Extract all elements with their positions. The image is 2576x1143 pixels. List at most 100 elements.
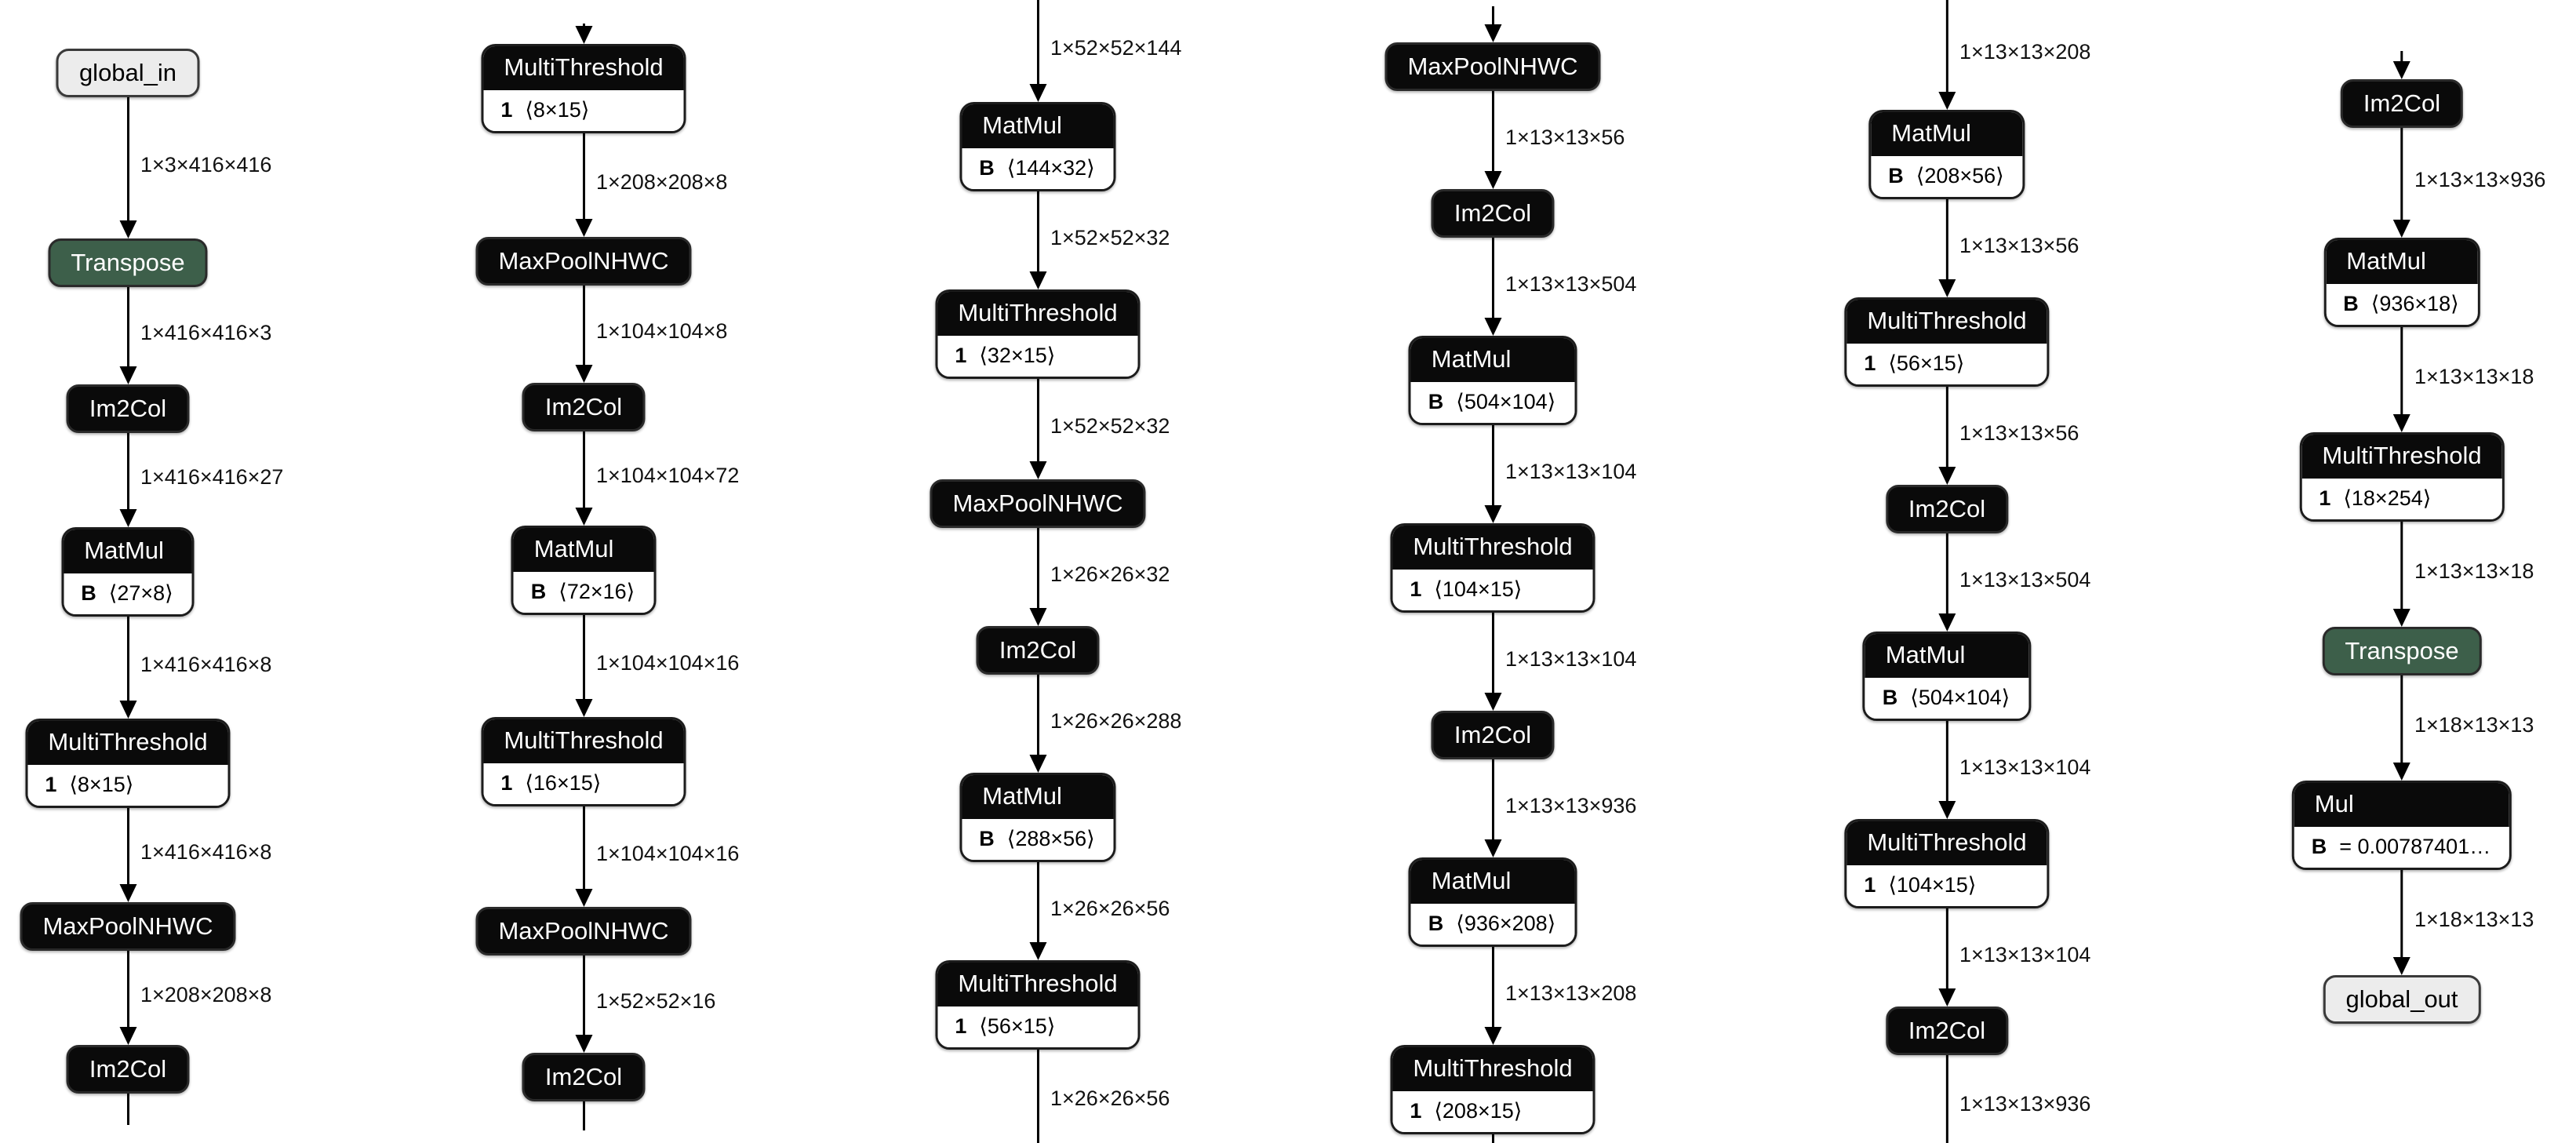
edge-line <box>1945 0 1948 97</box>
tensor-shape-label: 1×13×13×104 <box>1959 755 2091 779</box>
param-key: 1 <box>1410 1099 1422 1123</box>
node-title: MatMul <box>1871 112 2023 156</box>
graph-edge: 1×104×104×16 <box>575 806 739 907</box>
node-title: MatMul <box>513 528 654 572</box>
tensor-shape-label: 1×13×13×18 <box>2414 364 2534 388</box>
arrowhead-icon <box>119 220 136 238</box>
tensor-shape-label: 1×52×52×144 <box>1050 35 1182 60</box>
arrowhead-icon <box>1484 693 1501 711</box>
graph-edge: 1×13×13×504 <box>1484 238 1636 336</box>
node-transpose[interactable]: Transpose <box>48 238 208 287</box>
node-global-in[interactable]: global_in <box>56 49 200 97</box>
node-im2col[interactable]: Im2Col <box>66 1045 190 1094</box>
edge-line <box>1491 6 1494 30</box>
edge-line <box>582 133 585 224</box>
arrowhead-icon <box>2392 61 2410 79</box>
graph-edge: 1×208×208×8 <box>575 133 727 237</box>
node-maxpoolnhwc[interactable]: MaxPoolNHWC <box>475 237 692 286</box>
graph-edge: 1×13×13×104 <box>1484 613 1636 711</box>
param-value: ⟨104×15⟩ <box>1434 577 1523 601</box>
arrowhead-icon <box>2392 220 2410 238</box>
tensor-shape-label: 1×13×13×56 <box>1959 233 2079 257</box>
node-im2col[interactable]: Im2Col <box>522 383 646 431</box>
param-value: ⟨16×15⟩ <box>525 771 602 795</box>
arrowhead-icon <box>2392 763 2410 781</box>
edge-line <box>582 431 585 513</box>
tensor-shape-label: 1×26×26×32 <box>1050 562 1170 586</box>
node-maxpoolnhwc[interactable]: MaxPoolNHWC <box>1384 42 1601 91</box>
edge-line <box>582 615 585 704</box>
param-key: B <box>81 581 96 605</box>
param-value: ⟨144×32⟩ <box>1006 156 1095 180</box>
arrowhead-icon <box>1029 271 1046 289</box>
node-im2col[interactable]: Im2Col <box>1431 189 1555 238</box>
node-title: MatMul <box>1865 634 2029 678</box>
param-key: B <box>2311 835 2327 858</box>
tensor-shape-label: 1×13×13×208 <box>1505 981 1637 1005</box>
node-transpose[interactable]: Transpose <box>2322 627 2482 675</box>
node-maxpoolnhwc[interactable]: MaxPoolNHWC <box>475 907 692 956</box>
graph-edge <box>575 24 592 44</box>
tensor-shape-label: 1×13×13×504 <box>1959 567 2091 592</box>
edge-line <box>126 951 129 1032</box>
param-value: ⟨504×104⟩ <box>1910 686 2010 709</box>
tensor-shape-label: 1×416×416×3 <box>140 320 272 344</box>
edge-line <box>1036 0 1039 89</box>
param-value: ⟨8×15⟩ <box>525 98 590 122</box>
node-im2col[interactable]: Im2Col <box>66 384 190 433</box>
param-key: 1 <box>1864 873 1876 897</box>
tensor-shape-label: 1×13×13×18 <box>2414 559 2534 583</box>
param-key: 1 <box>1410 577 1422 601</box>
param-key: B <box>1888 164 1904 187</box>
node-param-row: 1⟨56×15⟩ <box>1846 344 2047 384</box>
tensor-shape-label: 1×3×416×416 <box>140 152 272 177</box>
graph-edge <box>1484 6 1501 42</box>
node-im2col[interactable]: Im2Col <box>522 1053 646 1101</box>
graph-edge: 1×416×416×27 <box>119 433 283 527</box>
node-im2col[interactable]: Im2Col <box>2340 79 2464 128</box>
tensor-shape-label: 1×52×52×32 <box>1050 413 1170 438</box>
graph-edge: 1×13×13×208 <box>1938 0 2090 110</box>
node-maxpoolnhwc[interactable]: MaxPoolNHWC <box>20 902 236 951</box>
node-global-out[interactable]: global_out <box>2323 975 2481 1024</box>
node-im2col[interactable]: Im2Col <box>1885 485 2009 533</box>
node-im2col[interactable]: Im2Col <box>976 626 1100 675</box>
graph-edge: 1×26×26×56 <box>1029 862 1170 960</box>
node-param-row: B⟨936×18⟩ <box>2326 284 2478 325</box>
node-param-row: B⟨504×104⟩ <box>1410 382 1575 423</box>
node-param-row: 1⟨18×254⟩ <box>2301 479 2502 519</box>
arrowhead-icon <box>1938 467 1956 485</box>
arrowhead-icon <box>575 508 592 526</box>
graph-edge: 1×13×13×504 <box>1938 533 2090 632</box>
node-im2col[interactable]: Im2Col <box>1431 711 1555 759</box>
node-im2col[interactable]: Im2Col <box>1885 1006 2009 1055</box>
arrowhead-icon <box>1938 279 1956 297</box>
tensor-shape-label: 1×18×13×13 <box>2414 907 2534 931</box>
node-param-row: 1⟨8×15⟩ <box>27 765 228 806</box>
node-param-row: 1⟨104×15⟩ <box>1846 865 2047 906</box>
edge-line <box>2400 870 2403 963</box>
node-maxpoolnhwc[interactable]: MaxPoolNHWC <box>930 479 1146 528</box>
